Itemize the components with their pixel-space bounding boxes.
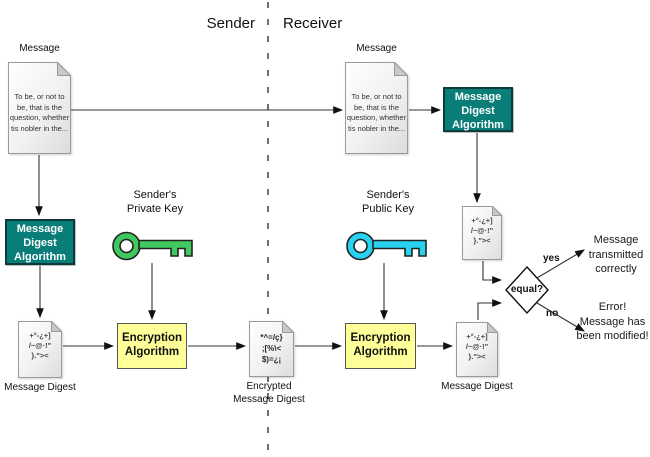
folded-corner [487, 322, 498, 333]
public-key-icon [345, 226, 428, 267]
folded-corner [492, 206, 502, 216]
folded-corner [57, 62, 71, 76]
sender-message-label: Message [19, 43, 60, 54]
decision-yes-label: yes [543, 253, 560, 264]
sender-message-document-icon: To be, or not to be, that is the questio… [8, 62, 71, 154]
private-key-icon [111, 226, 194, 267]
arrow-computed-digest-to-decision [482, 261, 503, 284]
decrypted-digest-label: Message Digest [441, 381, 513, 392]
decrypted-digest-document-icon: +°-¿+] /~@·!" }.">< [456, 322, 498, 377]
encrypted-digest-document-icon: *^=/ç} ;[%\< $)=¿¡ [249, 321, 294, 377]
sender-digest-text: +°-¿+] /~@·!" }.">< [28, 331, 52, 360]
encrypted-digest-label: Encrypted Message Digest [233, 381, 305, 405]
message-digest-algorithm-box-sender: Message Digest Algorithm [5, 219, 75, 265]
decrypted-digest-text: +°-¿+] /~@·!" }.">< [465, 332, 489, 361]
receiver-message-label: Message [356, 43, 397, 54]
sender-digest-label: Message Digest [4, 382, 76, 393]
encryption-algorithm-box-receiver: Encryption Algorithm [345, 323, 416, 369]
sender-digest-document-icon: +°-¿+] /~@·!" }.">< [18, 321, 62, 378]
arrow-decrypted-digest-to-decision [477, 299, 503, 320]
sender-message-text: To be, or not to be, that is the questio… [9, 92, 70, 133]
folded-corner [394, 62, 408, 76]
computed-digest-document-icon: +°-¿+] /~@·!" }.">< [462, 206, 502, 260]
arrow-decision-yes [536, 249, 585, 279]
folded-corner [51, 321, 62, 332]
private-key-label: Sender's Private Key [126, 189, 184, 215]
receiver-message-document-icon: To be, or not to be, that is the questio… [345, 62, 408, 154]
no-outcome-text: Error! Message has been modified! [576, 301, 649, 342]
receiver-heading: Receiver [283, 15, 343, 32]
receiver-message-text: To be, or not to be, that is the questio… [346, 92, 407, 133]
encryption-algorithm-box-sender: Encryption Algorithm [117, 323, 187, 369]
decision-no-label: no [546, 308, 559, 319]
public-key-label: Sender's Public Key [362, 189, 414, 215]
encrypted-digest-text: *^=/ç} ;[%\< $)=¿¡ [260, 333, 283, 364]
computed-digest-text: +°-¿+] /~@·!" }.">< [470, 216, 494, 245]
message-digest-algorithm-box-receiver: Message Digest Algorithm [443, 87, 513, 132]
decision-label: equal? [510, 284, 544, 295]
folded-corner [282, 321, 294, 333]
decision-diamond [505, 265, 549, 315]
sender-heading: Sender [206, 15, 255, 32]
yes-outcome-text: Message transmitted correctly [588, 234, 644, 275]
arrow-decision-no [536, 302, 585, 332]
